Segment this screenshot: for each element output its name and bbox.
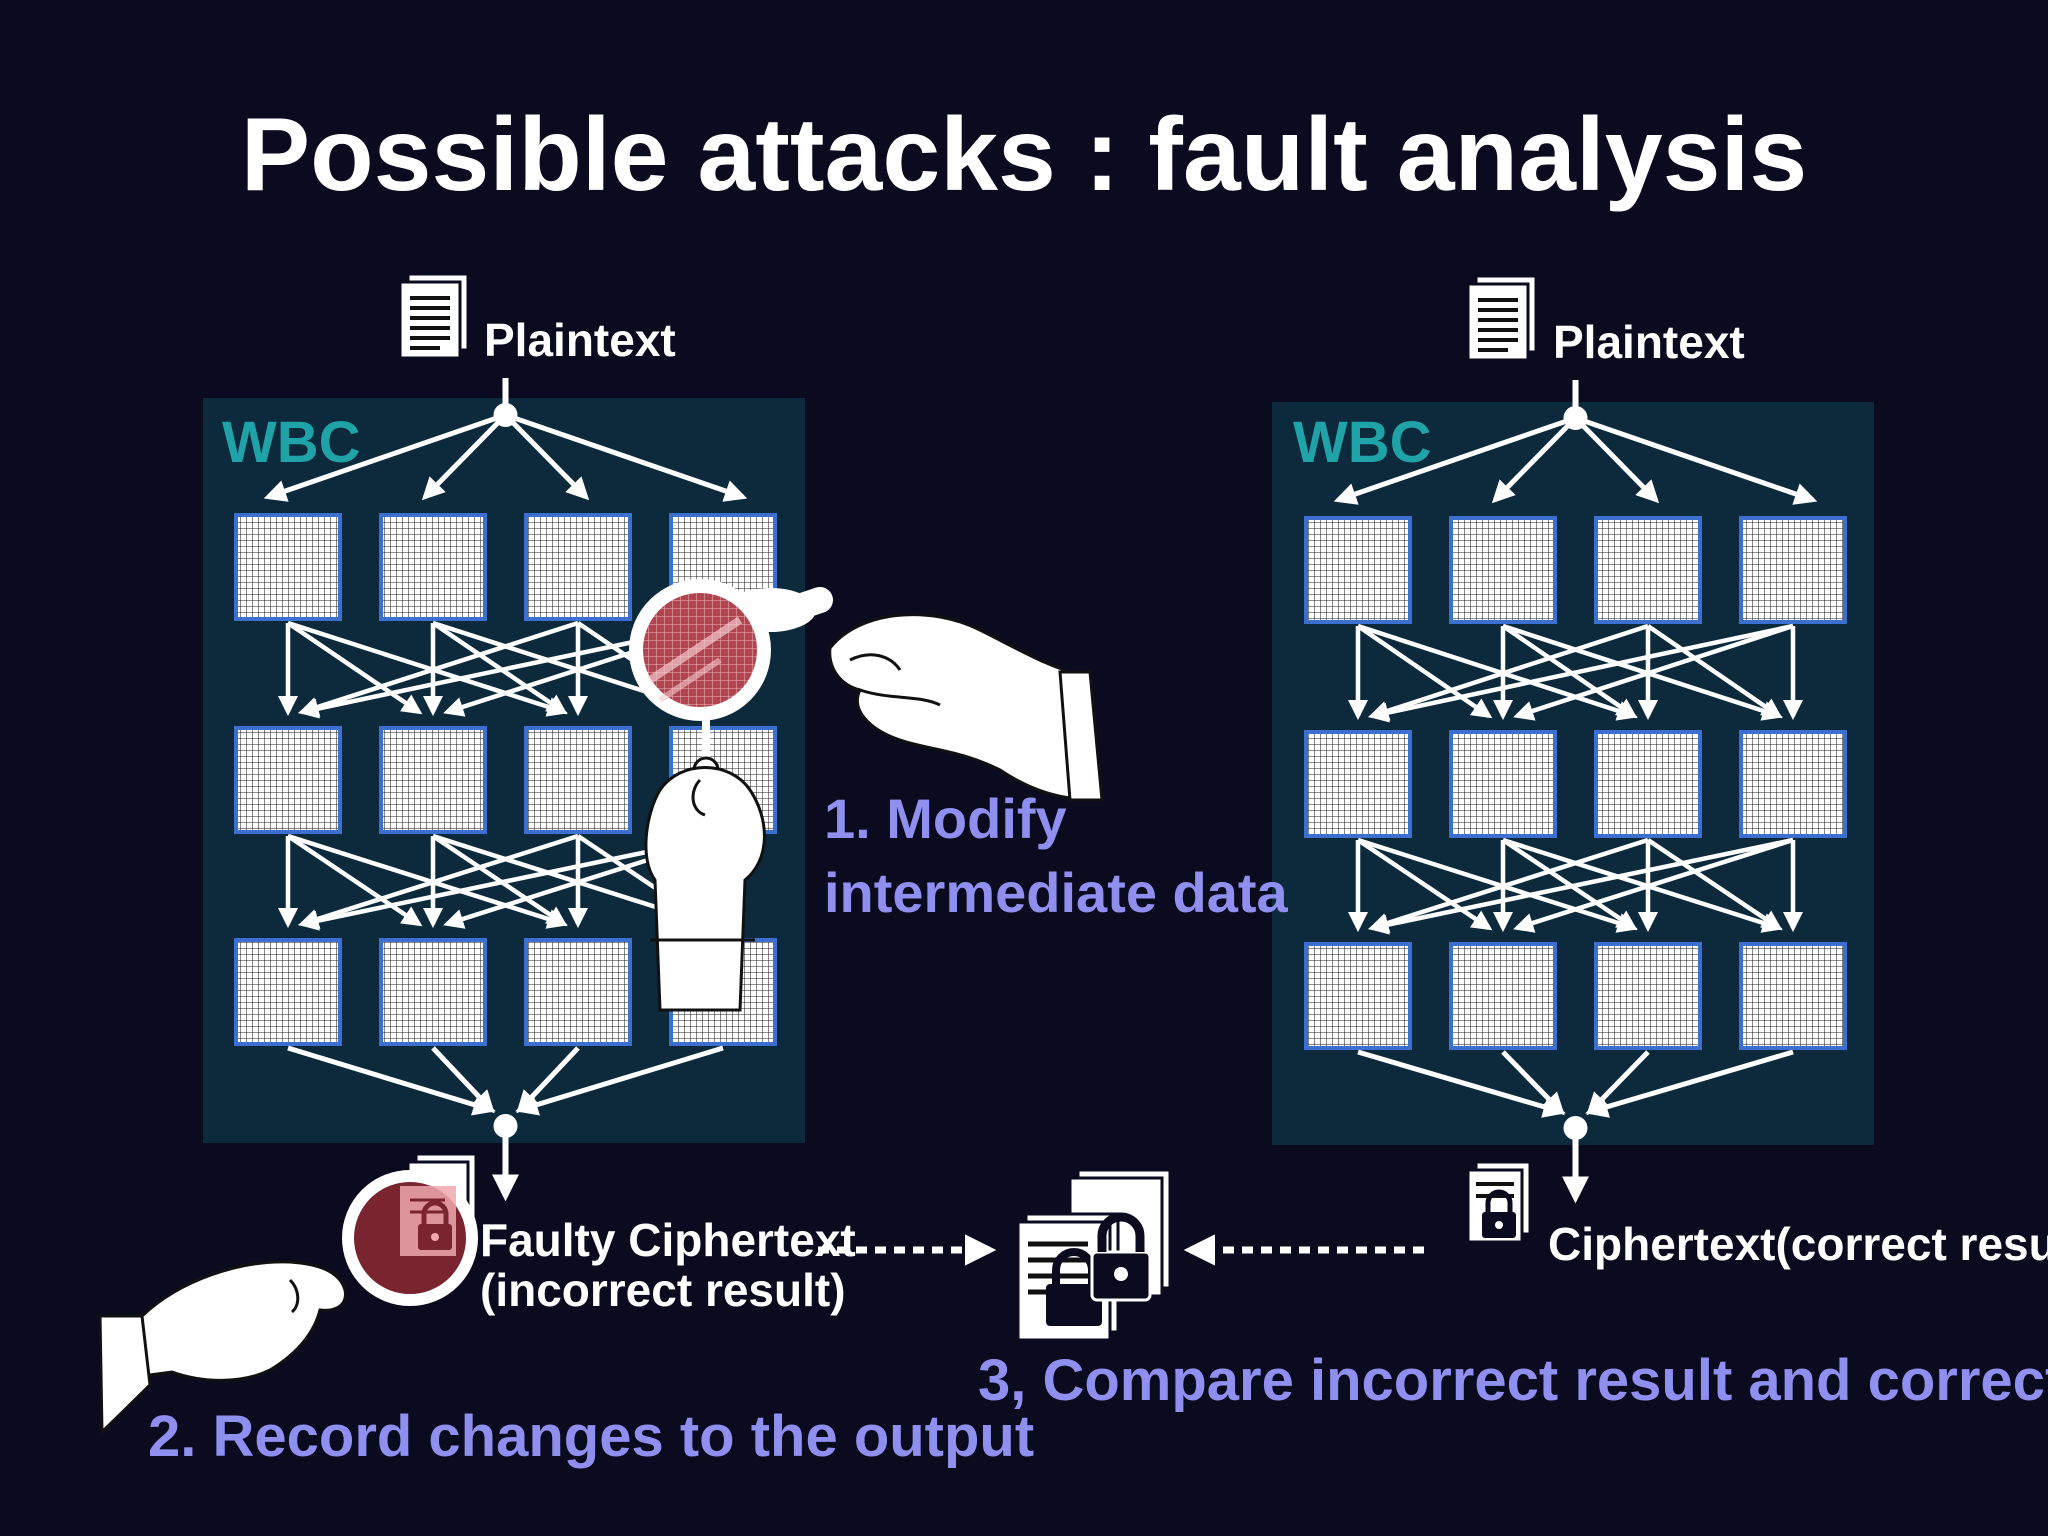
slide-title: Possible attacks : fault analysis [241,97,1807,213]
right-plaintext-document-icon [1466,274,1538,362]
magnifier-icon [629,579,833,721]
left-link-arrow [298,620,579,717]
step1-line1: 1. Modify [824,787,1067,850]
right-plaintext-label: Plaintext [1553,316,1745,368]
left-grid-box [234,513,342,621]
right-merge-arrow [1357,1049,1566,1118]
left-link-arrow [286,834,423,927]
left-merge-arrow [287,1045,496,1116]
right-link-arrow [1356,838,1493,931]
right-grid-box [1449,942,1557,1050]
left-grid-box [524,513,632,621]
left-plaintext-label: Plaintext [484,314,676,366]
output-magnifier-icon [342,1170,478,1306]
left-link-arrow [298,833,579,929]
left-grid-box [524,726,632,834]
left-link-arrow [431,834,568,927]
right-link-arrow [1368,837,1794,935]
right-link-arrow [1368,623,1794,723]
right-grid-box [1739,516,1847,624]
left-wbc-label: WBC [222,410,361,475]
right-link-arrow [1368,623,1649,721]
right-grid-box [1304,730,1412,838]
left-grid-box [379,513,487,621]
left-plaintext-document-icon [398,272,470,360]
right-link-arrow [1646,838,1783,931]
right-grid-box [1739,730,1847,838]
faulty-ciphertext-label-line1: Faulty Ciphertext [480,1214,856,1266]
left-split-arrow [421,413,508,501]
right-link-arrow [1502,623,1783,721]
right-link-arrow [1513,837,1794,933]
right-link-arrow [1646,624,1783,719]
right-merge-arrow [1585,1049,1794,1118]
right-link-arrow [1368,837,1649,933]
faulty-ciphertext-label-line2: (incorrect result) [480,1264,846,1316]
right-link-arrow [1501,838,1638,931]
right-link-arrow [1502,837,1783,933]
right-link-arrow [1356,624,1493,719]
step1-line2: intermediate data [824,861,1289,924]
right-grid-box [1304,942,1412,1050]
left-merge-arrow [431,1046,495,1114]
right-grid-box [1594,730,1702,838]
right-link-arrow [1501,624,1638,719]
right-link-arrow [1357,837,1638,933]
right-grid-box [1594,516,1702,624]
correct-ciphertext-document-icon [1466,1160,1532,1244]
right-merge-arrow [1501,1050,1565,1116]
left-link-arrow [431,621,568,715]
left-split-arrow [504,412,748,502]
left-grid-box [524,938,632,1046]
step3-text: 3, Compare incorrect result and correct … [978,1348,2048,1413]
right-grid-box [1594,942,1702,1050]
left-split-arrow [263,412,507,502]
right-split-arrow [1574,415,1818,505]
right-split-arrow [1333,415,1577,505]
right-grid-box [1449,730,1557,838]
probe-hand-icon [644,720,766,1012]
right-split-arrow [1573,416,1660,504]
right-grid-box [1449,516,1557,624]
left-link-arrow [286,621,423,715]
left-link-arrow [287,620,568,717]
right-grid-box [1304,516,1412,624]
hand-icon [828,613,1104,802]
left-grid-box [234,938,342,1046]
right-link-arrow [1513,623,1794,721]
right-network [1304,380,1847,1204]
right-grid-box [1739,942,1847,1050]
right-split-arrow [1491,416,1578,504]
correct-ciphertext-label: Ciphertext(correct result) [1548,1218,2048,1270]
left-split-arrow [503,413,590,501]
comparison-documents-icon [1016,1168,1172,1342]
recording-hand-icon [98,1260,347,1436]
left-grid-box [379,938,487,1046]
right-link-arrow [1357,623,1638,721]
left-merge-arrow [515,1045,724,1116]
right-wbc-label: WBC [1293,410,1432,475]
step2-text: 2. Record changes to the output [148,1404,1034,1469]
left-grid-box [234,726,342,834]
left-link-arrow [287,833,568,929]
left-grid-box [379,726,487,834]
